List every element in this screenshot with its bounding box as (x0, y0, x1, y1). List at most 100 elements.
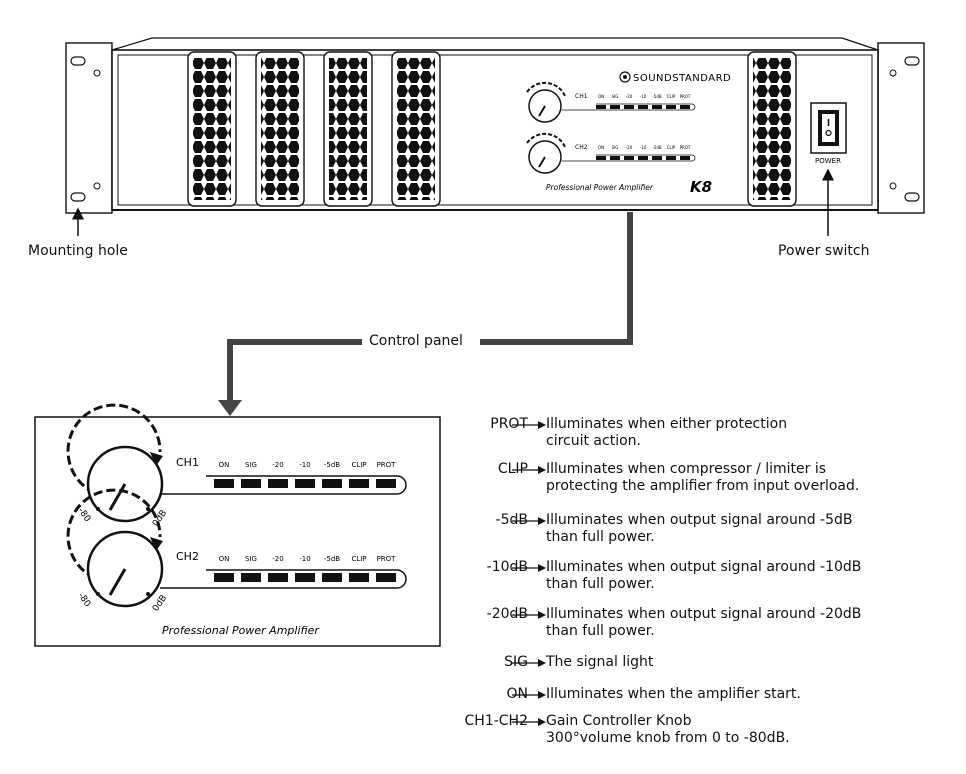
ch2-indicator-label: CLIP (351, 555, 366, 563)
small-ch2-indicator-led (596, 156, 606, 160)
ch2-indicator-label: ON (219, 555, 230, 563)
ch1-indicator-label: PROT (377, 461, 397, 469)
brand-gear-icon (619, 71, 631, 83)
legend-arrow-icon (512, 466, 546, 474)
model-name: K8 (690, 178, 712, 196)
legend-key: CH1-CH2 (464, 713, 528, 729)
legend-description: Illuminates when output signal around -1… (546, 559, 862, 592)
legend-key: -10dB (486, 559, 528, 575)
small-ch1-indicator-led (652, 105, 662, 109)
ch1-label: CH1 (176, 456, 199, 469)
legend-description: Illuminates when the amplifier start. (546, 686, 801, 702)
small-ch1-indicator-label: -10 (640, 94, 647, 99)
ch2-indicator-label: SIG (245, 555, 257, 563)
screw-hole (93, 69, 101, 77)
small-ch2-indicator-label: PROT (680, 145, 691, 150)
small-ch1-indicator-label: ON (598, 94, 604, 99)
indicator-row-ch1: ON SIG -20 -10 -5dB CLIP PROT (214, 461, 396, 488)
legend-arrow-icon (512, 517, 546, 525)
mounting-slot (904, 192, 920, 202)
legend-key: -20dB (486, 606, 528, 622)
legend-description: Illuminates when compressor / limiter is… (546, 461, 860, 494)
legend-arrow-icon (512, 691, 546, 699)
ch1-indicator-label: -20 (272, 461, 283, 469)
legend-description: Illuminates when output signal around -2… (546, 606, 862, 639)
ch1-indicator-led (349, 479, 369, 488)
ch2-indicator-label: -10 (299, 555, 310, 563)
brand-logo (619, 71, 631, 83)
small-ch1-label: CH1 (575, 93, 588, 100)
ch2-indicator-led (349, 573, 369, 582)
small-ch1-indicator-led (624, 105, 634, 109)
ch2-indicator-led (268, 573, 288, 582)
power-label: POWER (815, 157, 841, 165)
small-ch1-indicator-label: CLIP (667, 94, 676, 99)
control-panel-arrow-head (218, 400, 242, 416)
small-ch1-indicator-led (638, 105, 648, 109)
ch2-indicator-label: PROT (377, 555, 397, 563)
ch1-indicator-led (295, 479, 315, 488)
ch2-indicator-label: -5dB (324, 555, 340, 563)
ch2-indicator-led (214, 573, 234, 582)
ch1-indicator-led (376, 479, 396, 488)
vent-grilles (187, 51, 797, 207)
legend-arrow-icon (512, 421, 546, 429)
small-ch1-indicator-label: -5dB (652, 94, 662, 99)
ch1-indicator-led (241, 479, 261, 488)
legend-key: SIG (504, 654, 528, 670)
small-ch2-indicator-led (652, 156, 662, 160)
ch1-indicator-label: -10 (299, 461, 310, 469)
power-switch[interactable] (810, 102, 847, 154)
ch2-indicator-led (376, 573, 396, 582)
small-ch1-indicator-led (610, 105, 620, 109)
gain-knob-ch2[interactable] (66, 488, 164, 608)
ch1-indicator-led (322, 479, 342, 488)
screw-hole (889, 69, 897, 77)
small-ch1-indicator-label: -20 (626, 94, 633, 99)
small-ch2-indicator-led (624, 156, 634, 160)
small-knob-ch1[interactable] (526, 81, 566, 123)
panel-subtitle: Professional Power Amplifier (162, 624, 320, 637)
ch1-indicator-led (214, 479, 234, 488)
ch2-indicator-label: -20 (272, 555, 283, 563)
small-knob-ch2[interactable] (526, 132, 566, 174)
small-subtitle: Professional Power Amplifier (546, 183, 654, 192)
ch2-indicator-rail (160, 569, 407, 589)
legend-description: The signal light (546, 654, 654, 670)
faceplate-inner (117, 54, 873, 206)
ch1-indicator-label: CLIP (351, 461, 366, 469)
small-ch2-indicator-label: -5dB (652, 145, 662, 150)
small-ch2-indicator-label: CLIP (667, 145, 676, 150)
legend-arrow-icon (512, 718, 546, 726)
legend-arrow-icon (512, 611, 546, 619)
legend-arrow-icon (512, 659, 546, 667)
legend-description: Illuminates when output signal around -5… (546, 512, 853, 545)
ch1-indicator-label: -5dB (324, 461, 340, 469)
power-switch-label: Power switch (778, 243, 870, 259)
small-ch2-label: CH2 (575, 144, 588, 151)
indicator-row-ch2: ON SIG -20 -10 -5dB CLIP PROT (214, 555, 396, 582)
legend-key: CLIP (497, 461, 528, 477)
mounting-slot (70, 56, 86, 66)
small-ch2-indicator-led (666, 156, 676, 160)
screw-hole (889, 182, 897, 190)
small-ch2-indicator-led (680, 156, 690, 160)
legend-description: Gain Controller Knob 300°volume knob fro… (546, 713, 790, 746)
small-ch1-indicator-led (596, 105, 606, 109)
small-ch2-indicator-led (610, 156, 620, 160)
ch1-indicator-led (268, 479, 288, 488)
control-panel-connector (227, 212, 633, 402)
mounting-hole-label: Mounting hole (28, 243, 128, 259)
mounting-slot (904, 56, 920, 66)
brand-name: SOUNDSTANDARD (633, 73, 731, 84)
ch1-indicator-label: SIG (245, 461, 257, 469)
small-ch1-indicator-led (666, 105, 676, 109)
control-panel-label: Control panel (369, 333, 463, 349)
ch1-indicator-label: ON (219, 461, 230, 469)
vent-grille-mesh (329, 58, 367, 200)
small-ch2-indicator-label: ON (598, 145, 604, 150)
ch2-indicator-led (241, 573, 261, 582)
